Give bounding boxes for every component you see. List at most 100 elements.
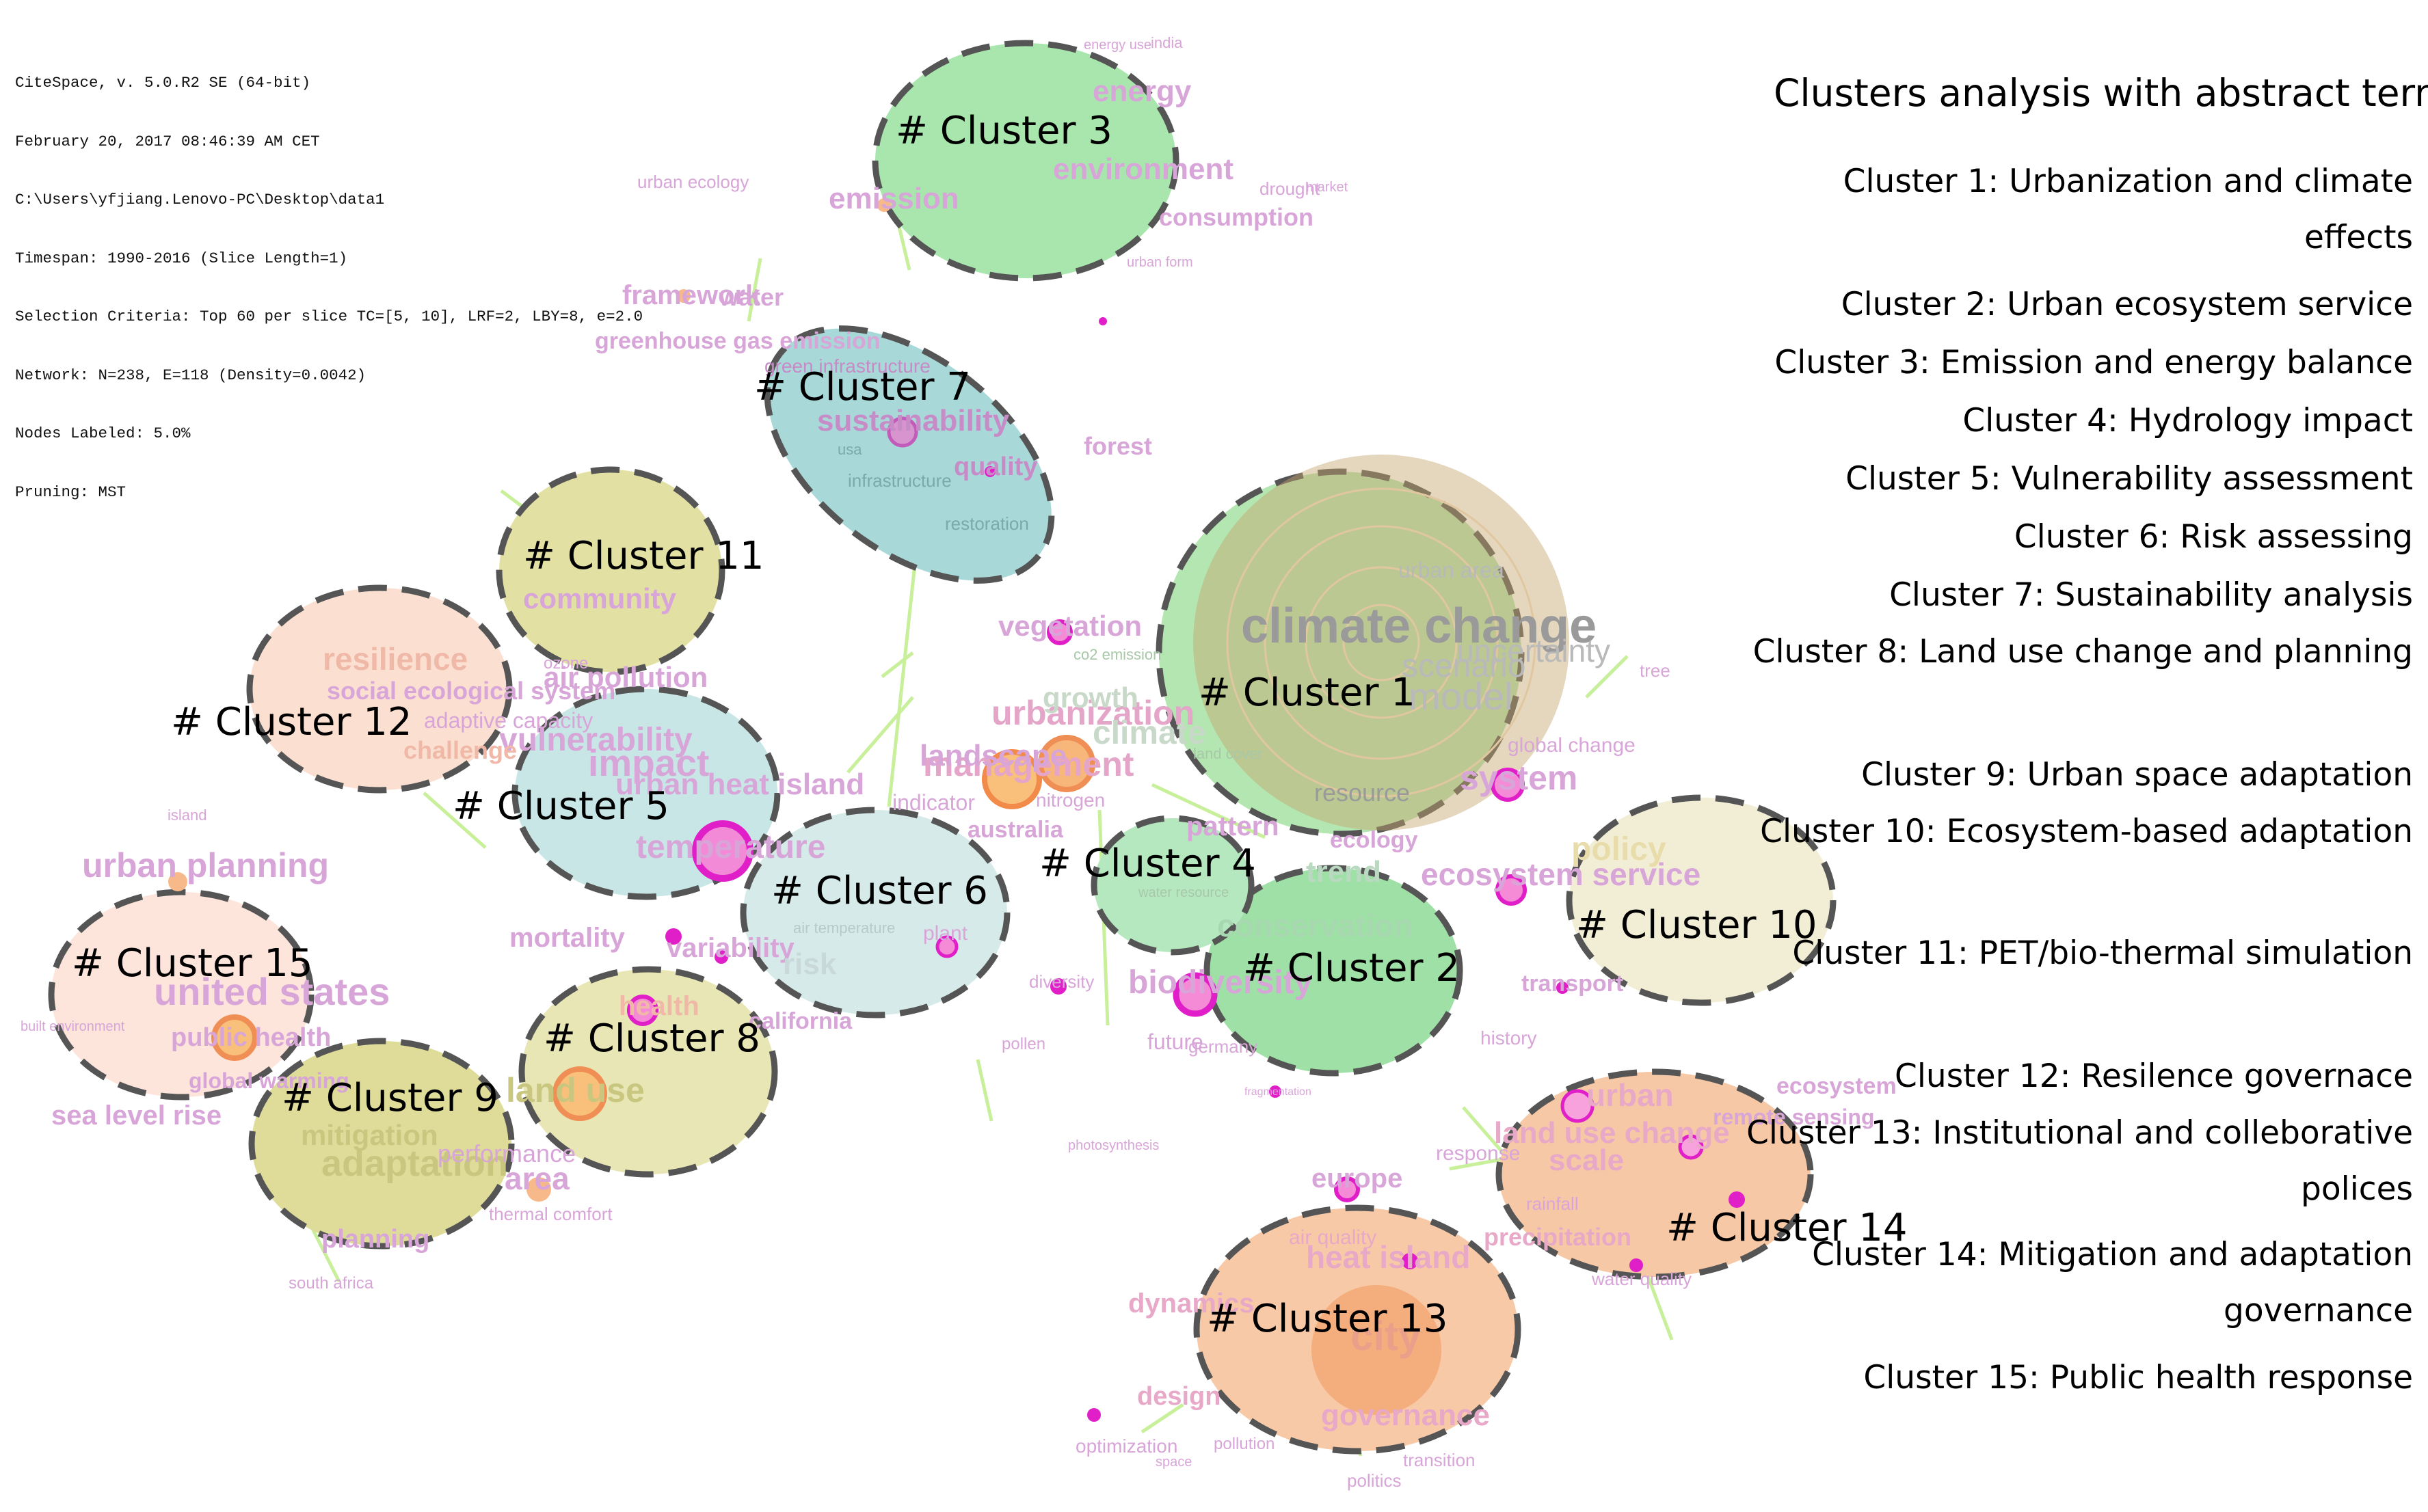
term-label: scenario xyxy=(1402,648,1525,684)
term-label: ozone xyxy=(544,654,588,673)
term-label: photosynthesis xyxy=(1068,1138,1159,1153)
cluster-6 xyxy=(740,807,1011,1018)
term-label: urban planning xyxy=(82,846,329,885)
legend-item: Cluster 7: Sustainability analysis xyxy=(1889,576,2413,614)
term-label: co2 emission xyxy=(1073,646,1161,663)
term-label: design xyxy=(1137,1382,1220,1411)
term-label: transport xyxy=(1521,971,1623,997)
cluster-11 xyxy=(496,466,725,675)
term-label: australia xyxy=(968,817,1064,843)
legend-item: Cluster 9: Urban space adaptation xyxy=(1861,756,2413,794)
cluster-label-14: # Cluster 14 xyxy=(1666,1206,1908,1250)
term-label: urban ecology xyxy=(637,172,749,192)
term-label: model xyxy=(1409,675,1513,718)
term-label: resource xyxy=(1314,779,1410,807)
term-label: energy use xyxy=(1084,38,1151,53)
term-label: uncertainty xyxy=(1456,633,1610,669)
term-label: impact xyxy=(588,742,709,784)
term-label: emission xyxy=(829,182,959,215)
term-label: water quality xyxy=(1591,1269,1692,1289)
term-label: mortality xyxy=(509,923,626,953)
term-label: global change xyxy=(1508,734,1636,757)
term-label: adaptive capacity xyxy=(424,708,593,733)
term-label: greenhouse gas emission xyxy=(595,328,881,354)
term-label: conservation xyxy=(1217,908,1413,943)
term-label: germany xyxy=(1188,1036,1257,1057)
cluster-1 xyxy=(1156,455,1569,837)
term-label: city xyxy=(1350,1313,1422,1359)
term-label: politics xyxy=(1347,1470,1401,1491)
term-label: united states xyxy=(154,970,390,1013)
term-label: temperature xyxy=(636,829,825,865)
term-label: vegetation xyxy=(998,610,1142,642)
info-line: Pruning: MST xyxy=(15,483,126,501)
cluster-label-7: # Cluster 7 xyxy=(754,365,971,409)
cluster-label-12: # Cluster 12 xyxy=(171,700,412,744)
term-label: dynamics xyxy=(1128,1288,1255,1319)
term-label: fragmentation xyxy=(1244,1086,1311,1098)
term-label: plant xyxy=(923,922,968,945)
software-info: CiteSpace, v. 5.0.R2 SE (64-bit) Februar… xyxy=(15,34,643,522)
legend-item: Cluster 4: Hydrology impact xyxy=(1962,402,2413,440)
cluster-4 xyxy=(1091,815,1255,956)
cluster-label-2: # Cluster 2 xyxy=(1243,946,1460,990)
term-label: optimization xyxy=(1076,1435,1177,1457)
term-label: challenge xyxy=(403,736,517,764)
info-line: Timespan: 1990-2016 (Slice Length=1) xyxy=(15,249,348,267)
term-label: management xyxy=(923,745,1134,783)
term-label: pollen xyxy=(1002,1035,1045,1053)
term-label: urban form xyxy=(1127,255,1193,270)
term-label: sea level rise xyxy=(51,1101,222,1131)
info-line: C:\Users\yfjiang.Lenovo-PC\Desktop\data1 xyxy=(15,191,385,208)
legend-item: Cluster 12: Resilence governace xyxy=(1895,1057,2413,1095)
term-label: remote sensing xyxy=(1713,1105,1875,1129)
info-line: CiteSpace, v. 5.0.R2 SE (64-bit) xyxy=(15,74,311,92)
term-label: urbanization xyxy=(991,694,1195,732)
term-label: europe xyxy=(1311,1163,1402,1193)
legend-item: Cluster 8: Land use change and planning xyxy=(1752,633,2413,671)
term-label: urban xyxy=(1586,1077,1674,1113)
term-label: system xyxy=(1460,759,1577,797)
term-label: growth xyxy=(1043,681,1138,714)
legend-item: Cluster 15: Public health response xyxy=(1863,1359,2413,1396)
cluster-legend: Cluster 1: Urbanization and climate effe… xyxy=(1729,154,2413,1407)
term-label: land cover xyxy=(1193,745,1263,762)
info-line: Network: N=238, E=118 (Density=0.0042) xyxy=(15,366,366,384)
legend-item: Cluster 5: Vulnerability assessment xyxy=(1845,460,2413,498)
legend-item: Cluster 10: Ecosystem-based adaptation xyxy=(1760,813,2413,850)
term-label: usa xyxy=(838,441,862,458)
cluster-label-1: # Cluster 1 xyxy=(1199,671,1415,715)
term-label: nitrogen xyxy=(1036,789,1105,811)
cluster-label-9: # Cluster 9 xyxy=(282,1076,498,1120)
cluster-9 xyxy=(248,1038,515,1250)
term-label: framework xyxy=(622,280,761,310)
cluster-label-13: # Cluster 13 xyxy=(1207,1297,1448,1341)
term-label: future xyxy=(1147,1029,1203,1054)
term-label: indicator xyxy=(892,790,975,815)
term-label: biodiversity xyxy=(1128,964,1313,1001)
term-label: community xyxy=(523,582,677,615)
legend-item: Cluster 11: PET/bio-thermal simulation xyxy=(1792,934,2413,972)
cluster-12 xyxy=(246,584,513,794)
info-line: Nodes Labeled: 5.0% xyxy=(15,424,191,442)
term-label: global warming xyxy=(189,1068,349,1093)
term-label: island xyxy=(168,807,206,824)
term-label: adaptation xyxy=(321,1143,508,1184)
term-label: vulnerability xyxy=(499,722,693,758)
term-label: ecology xyxy=(1330,827,1418,853)
term-label: policy xyxy=(1571,831,1666,867)
info-line: Selection Criteria: Top 60 per slice TC=… xyxy=(15,308,643,325)
cluster-7 xyxy=(764,325,1055,584)
term-label: climate change xyxy=(1241,599,1597,653)
cluster-label-5: # Cluster 5 xyxy=(453,784,669,828)
term-label: urban area xyxy=(1398,558,1504,582)
term-label: health xyxy=(619,991,699,1021)
term-label: tree xyxy=(1640,660,1670,681)
term-label: thermal comfort xyxy=(489,1204,613,1224)
term-label: water xyxy=(719,283,784,311)
term-label: land use xyxy=(506,1071,645,1109)
cluster-10 xyxy=(1566,794,1837,1006)
cluster-label-11: # Cluster 11 xyxy=(523,534,764,578)
term-label: mitigation xyxy=(301,1119,438,1151)
